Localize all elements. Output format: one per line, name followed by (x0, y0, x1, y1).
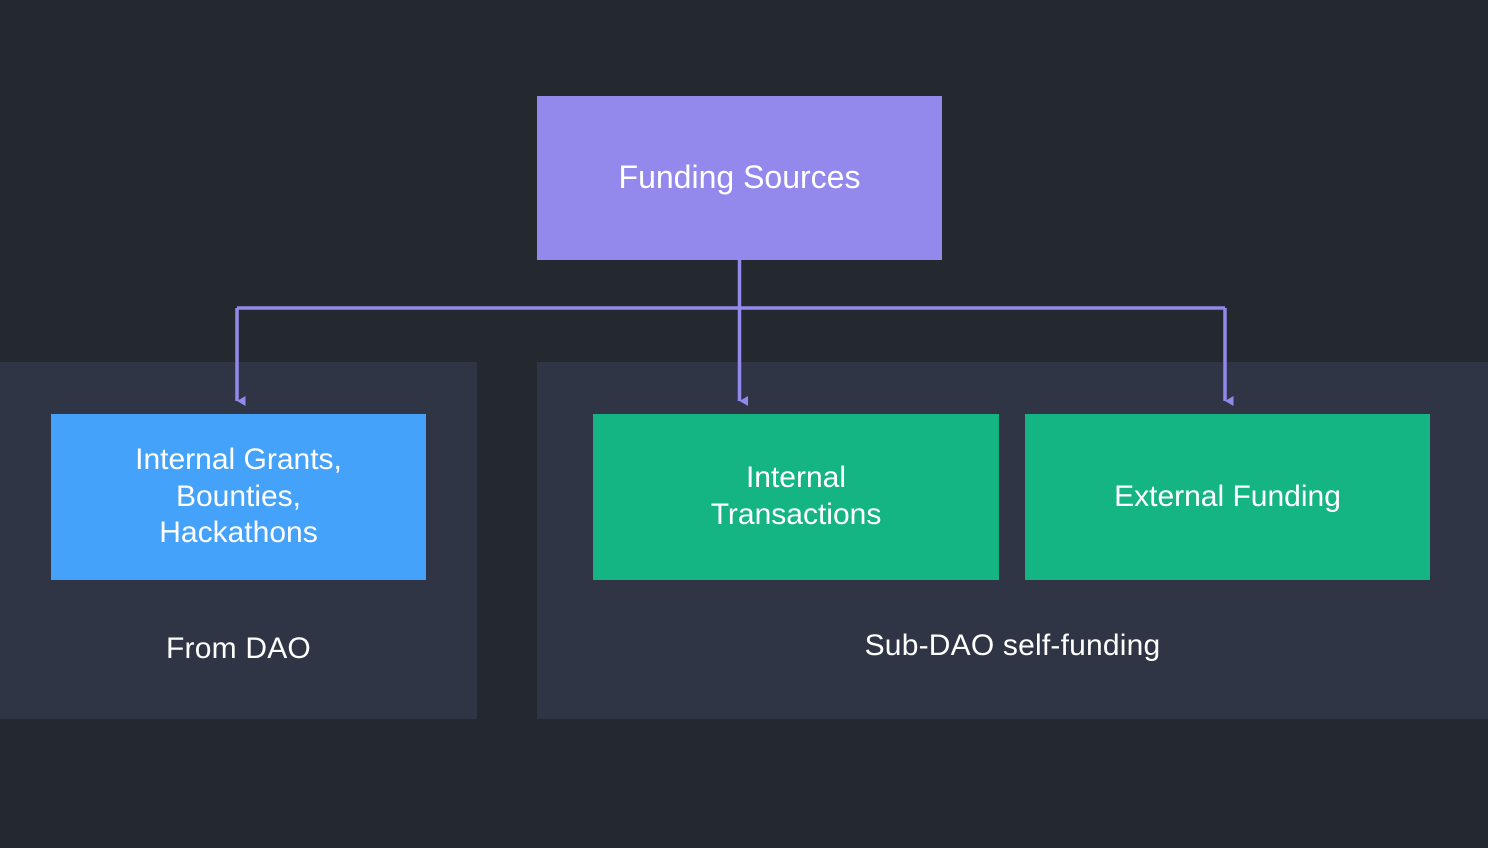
group-caption-sub-dao-self-funding: Sub-DAO self-funding (864, 629, 1161, 662)
node-external-funding-label: External Funding (1114, 479, 1341, 513)
node-external-funding[interactable]: External Funding (1025, 414, 1430, 580)
group-caption-from-dao: From DAO (166, 632, 311, 665)
node-funding-sources-label: Funding Sources (618, 159, 861, 196)
node-funding-sources[interactable]: Funding Sources (537, 96, 942, 260)
node-internal-grants-label: Internal Grants,Bounties,Hackathons (135, 443, 342, 550)
node-internal-grants[interactable]: Internal Grants,Bounties,Hackathons (51, 414, 426, 580)
